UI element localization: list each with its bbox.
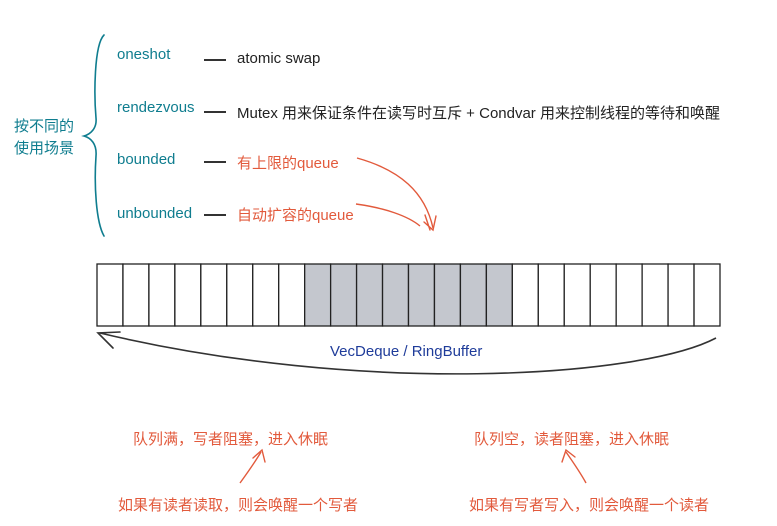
- channel-bounded-name: bounded: [117, 151, 176, 168]
- buffer-label: VecDeque / RingBuffer: [330, 343, 483, 360]
- buffer-cell-filled: [485, 263, 513, 327]
- buffer-cell-filled: [329, 263, 358, 327]
- channel-rendezvous-name: rendezvous: [117, 99, 195, 116]
- channel-bounded-dash: [204, 161, 226, 163]
- note-left-top: 队列满，写者阻塞，进入休眠: [133, 431, 329, 448]
- buffer-cell-filled: [381, 263, 410, 327]
- buffer-cell-empty: [278, 263, 306, 327]
- left-note-arrowhead: [252, 448, 266, 463]
- buffer-cell-filled: [304, 263, 332, 327]
- buffer-cell-empty: [537, 263, 565, 327]
- buffer-cell-empty: [641, 263, 669, 327]
- buffer-cell-filled: [459, 263, 488, 327]
- note-left-bottom: 如果有读者读取，则会唤醒一个写者: [118, 497, 359, 514]
- usage-label-line2: 使用场景: [14, 140, 75, 157]
- wrap-arrow: [99, 332, 717, 375]
- buffer-cell-filled: [355, 263, 384, 327]
- channel-unbounded-name: unbounded: [117, 205, 193, 222]
- buffer-cell-empty: [589, 263, 617, 327]
- buffer-cells: [96, 263, 721, 327]
- right-note-arrow: [565, 451, 587, 484]
- buffer-cell-empty: [563, 263, 591, 327]
- channel-oneshot-name: oneshot: [117, 46, 171, 63]
- queue-arrow-2: [355, 203, 421, 227]
- usage-label: 按不同的 使用场景: [14, 116, 74, 160]
- note-right-bottom: 如果有写者写入，则会唤醒一个读者: [469, 497, 710, 514]
- usage-label-line1: 按不同的: [14, 118, 75, 135]
- channel-unbounded-desc: 自动扩容的queue: [237, 207, 354, 224]
- queue-arrowhead: [423, 214, 437, 232]
- buffer-cell-empty: [226, 263, 254, 327]
- queue-arrow-1: [356, 157, 434, 229]
- usage-brace: [81, 34, 105, 237]
- buffer-cell-empty: [174, 263, 202, 327]
- buffer-cell-empty: [148, 263, 176, 327]
- buffer-cell-filled: [407, 263, 436, 327]
- note-right-top: 队列空，读者阻塞，进入休眠: [474, 431, 670, 448]
- wrap-arrowhead: [96, 331, 121, 349]
- buffer-cell-filled: [433, 263, 462, 327]
- channel-oneshot-desc: atomic swap: [237, 50, 321, 67]
- buffer-cell-empty: [615, 263, 643, 327]
- buffer-cell-empty: [96, 263, 124, 327]
- channel-unbounded-dash: [204, 214, 226, 216]
- channel-rendezvous-desc: Mutex 用来保证条件在读写时互斥 + Condvar 用来控制线程的等待和唤…: [237, 105, 720, 122]
- buffer-cell-empty: [252, 263, 280, 327]
- buffer-cell-empty: [511, 263, 539, 327]
- buffer-cell-empty: [200, 263, 228, 327]
- buffer-cell-empty: [693, 263, 721, 327]
- buffer-cell-empty: [667, 263, 695, 327]
- buffer-cell-empty: [122, 263, 150, 327]
- channel-rendezvous-dash: [204, 111, 226, 113]
- right-note-arrowhead: [561, 448, 576, 463]
- left-note-arrow: [239, 451, 262, 484]
- channel-bounded-desc: 有上限的queue: [237, 155, 339, 172]
- channel-oneshot-dash: [204, 59, 226, 61]
